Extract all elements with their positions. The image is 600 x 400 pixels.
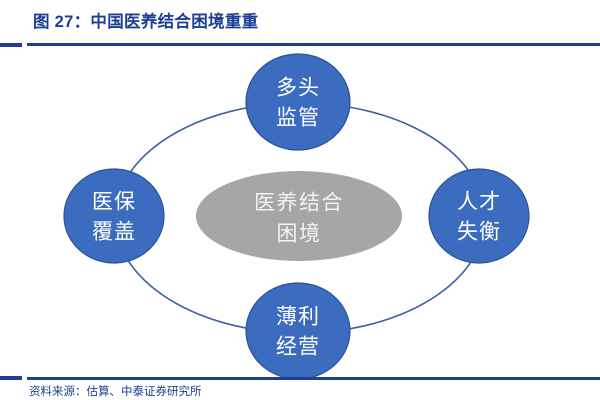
node-left-shape[interactable]: [63, 168, 165, 264]
left-margin-dash-bottom: [0, 376, 22, 380]
figure-footer: 资料来源：估算、中泰证券研究所: [0, 368, 600, 400]
center-node-label-line2: 困境: [277, 223, 322, 246]
node-bottom-shape[interactable]: [245, 282, 351, 380]
figure-header: 图 27：中国医养结合困境重重: [0, 0, 600, 52]
source-note: 资料来源：估算、中泰证券研究所: [29, 386, 202, 398]
left-margin-dash-top: [0, 43, 22, 47]
node-top-shape[interactable]: [245, 53, 351, 151]
node-top-label-line1: 多头: [276, 77, 320, 100]
footer-divider: [27, 377, 600, 380]
page-title: 图 27：中国医养结合困境重重: [33, 13, 259, 31]
center-hub-shape: [196, 171, 402, 261]
node-right-label-line2: 失衡: [457, 221, 501, 244]
diagram-canvas: 医养结合 困境 多头 监管 人才 失衡 薄利 经营 医保 覆盖: [0, 46, 600, 386]
node-bottom-label-line2: 经营: [276, 336, 320, 359]
node-right-shape[interactable]: [428, 168, 530, 264]
node-left-label-line1: 医保: [92, 191, 136, 214]
node-right-label-line1: 人才: [457, 191, 501, 214]
node-top-label-line2: 监管: [276, 107, 320, 130]
title-divider: [27, 43, 600, 46]
node-left-label-line2: 覆盖: [92, 221, 136, 244]
node-bottom-label-line1: 薄利: [276, 306, 320, 329]
center-node-label-line1: 医养结合: [254, 192, 344, 215]
